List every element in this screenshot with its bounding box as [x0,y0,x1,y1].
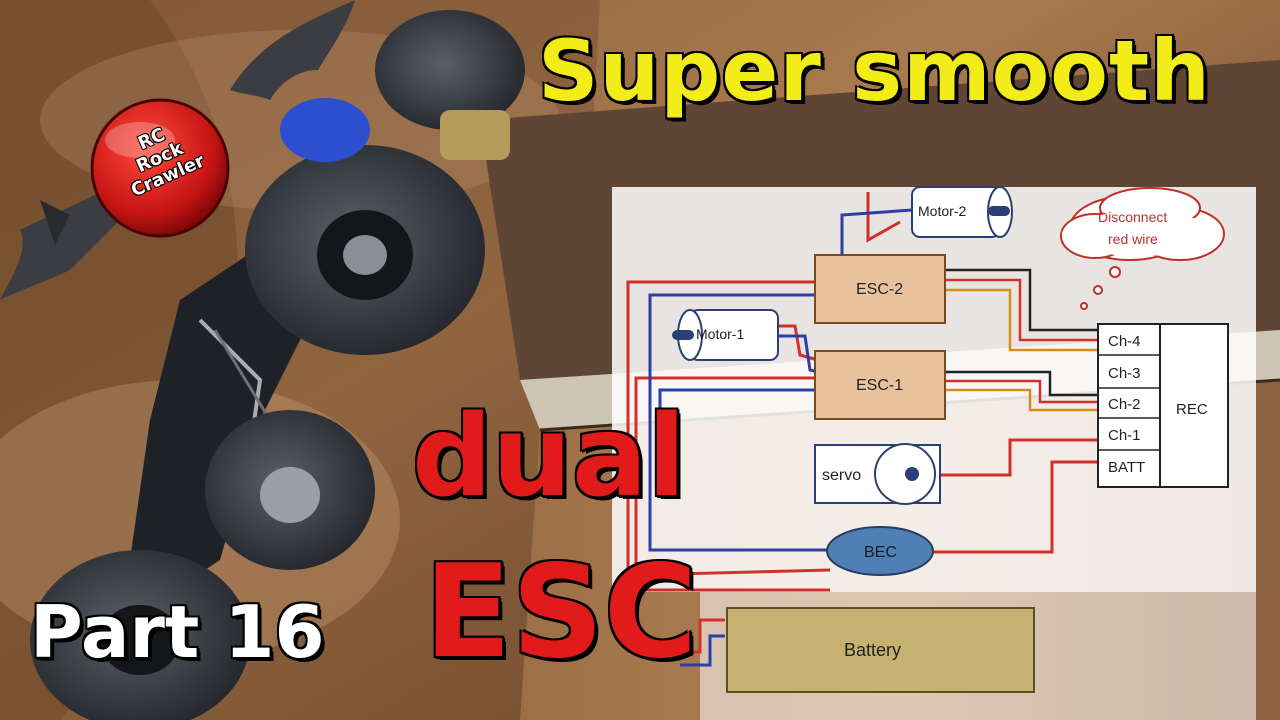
note-line-2: red wire [1108,231,1158,247]
motor-2-label: Motor-2 [918,203,966,219]
note-line-1: Disconnect [1098,209,1167,225]
black-wires [945,268,1098,397]
esc-2-label: ESC-2 [856,281,903,298]
orange-wires [945,288,1098,412]
note-bubble-2 [1093,285,1103,295]
headline-super-smooth: Super smooth [538,22,1211,120]
note-bubble-1 [1109,266,1121,278]
servo-label: servo [822,467,861,484]
motor-1 [672,309,779,361]
part-number-label: Part 16 [30,590,325,674]
signal-red-wires [945,278,1098,404]
headline-esc: ESC [424,538,698,687]
esc-1-box [814,350,946,420]
receiver-channel-batt: BATT [1108,459,1145,476]
note-bubble-3 [1080,302,1088,310]
bec-shape [826,526,934,576]
motor-2 [911,186,1013,238]
esc-1-label: ESC-1 [856,377,903,394]
blue-wires [648,208,913,667]
esc-2-box [814,254,946,324]
motor-1-label: Motor-1 [696,326,744,342]
receiver-channel-ch3: Ch-3 [1108,365,1141,382]
receiver-label: REC [1176,401,1208,418]
bec-label: BEC [864,544,897,561]
battery-label: Battery [844,640,901,660]
receiver-channel-ch4: Ch-4 [1108,333,1141,350]
headline-dual: dual [412,392,686,522]
receiver-channel-ch2: Ch-2 [1108,396,1141,413]
receiver [1097,323,1229,488]
battery-box [726,607,1035,693]
receiver-channel-ch1: Ch-1 [1108,427,1141,444]
